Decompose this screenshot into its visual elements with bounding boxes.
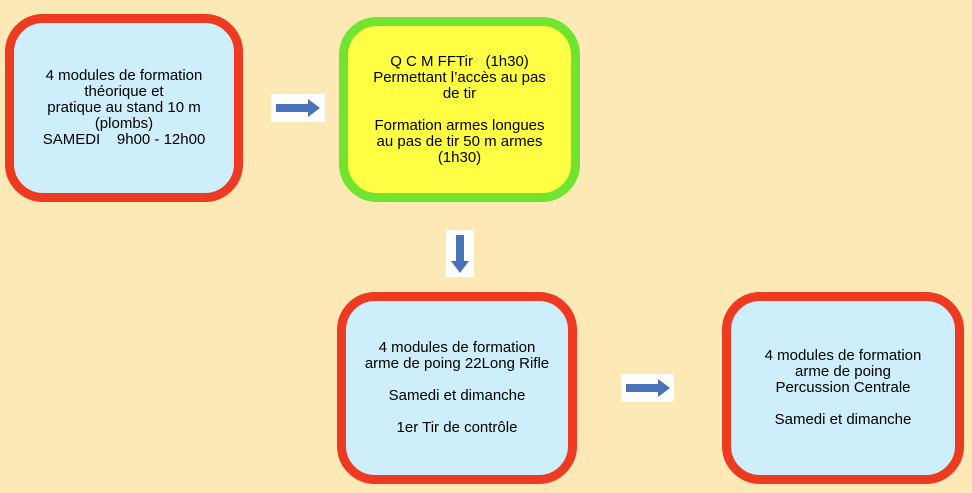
box-text-line: au pas de tir 50 m armes — [376, 132, 543, 150]
module-box-qcm: Q C M FFTir (1h30) Permettant l’accès au… — [339, 17, 580, 202]
box-text-line: arme de poing 22Long Rifle — [364, 355, 550, 372]
box-text-line: 1er Tir de contrôle — [396, 419, 518, 436]
box-text-line: théorique et — [84, 83, 164, 100]
box-text-line: pratique au stand 10 m — [47, 99, 201, 116]
arrow-right-icon — [271, 94, 325, 122]
arrow-down-icon — [446, 230, 474, 277]
box-text-line: de tir — [442, 84, 477, 102]
box-text-line: (plombs) — [94, 115, 154, 132]
box-text-line: Permettant l’accès au pas — [373, 68, 546, 86]
box-text-line: arme de poing — [795, 363, 891, 380]
box-text-line: (1h30) — [437, 148, 482, 166]
box-text-line: SAMEDI 9h00 - 12h00 — [42, 131, 206, 148]
module-box-centerfire: 4 modules de formation arme de poing Per… — [722, 292, 964, 484]
box-text-line: Formation armes longues — [374, 116, 545, 134]
box-text-line: Percussion Centrale — [775, 379, 911, 396]
module-box-22lr: 4 modules de formation arme de poing 22L… — [337, 292, 577, 484]
module-box-theory: 4 modules de formation théorique et prat… — [5, 14, 243, 202]
box-text-line: Samedi et dimanche — [388, 387, 526, 404]
box-text-line: 4 modules de formation — [45, 67, 203, 84]
box-text-line: 4 modules de formation — [764, 347, 922, 364]
box-text-line: 4 modules de formation — [378, 339, 536, 356]
box-text-line: Q C M FFTir (1h30) — [390, 52, 529, 70]
arrow-right-icon — [621, 374, 674, 402]
box-text-line: Samedi et dimanche — [774, 411, 912, 428]
